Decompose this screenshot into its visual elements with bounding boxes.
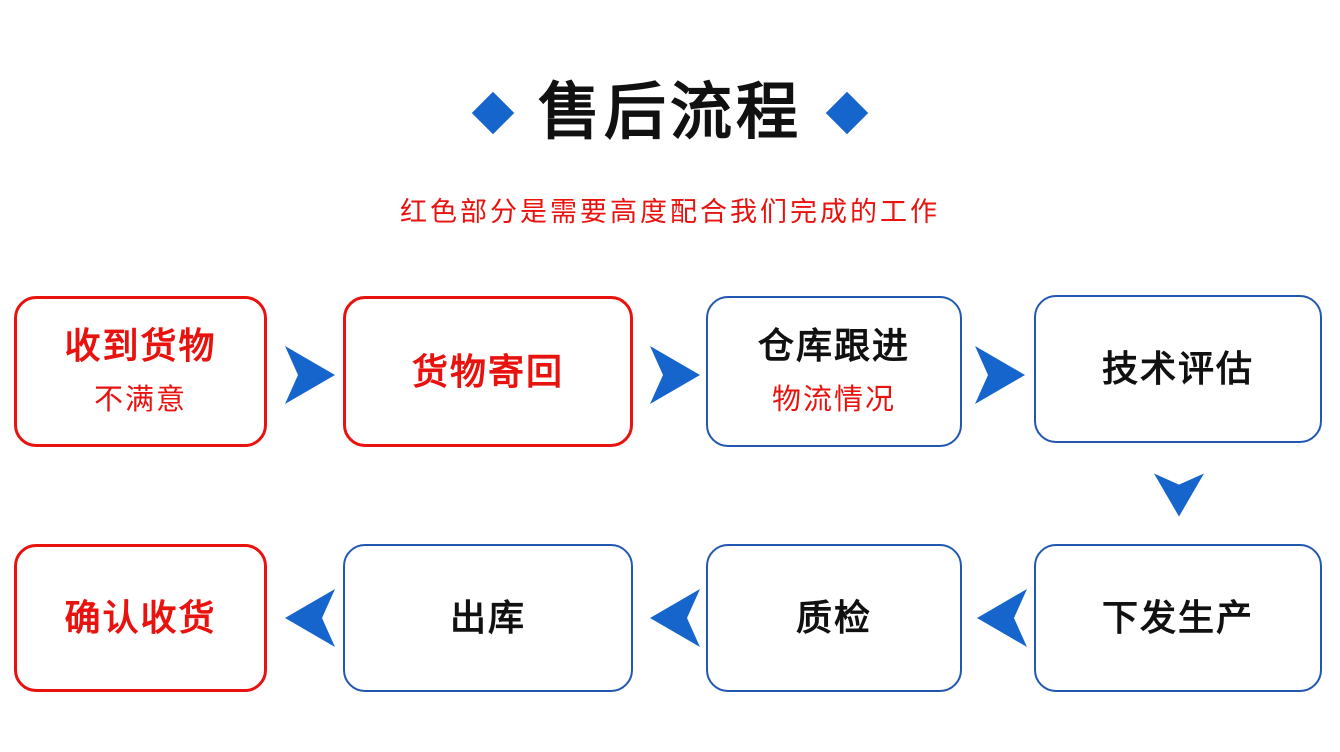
flow-step-title: 仓库跟进: [757, 325, 910, 366]
title-diamond-left-icon: [471, 91, 515, 135]
arrow-left-icon: [977, 589, 1027, 647]
flow-step-title: 下发生产: [1101, 597, 1254, 638]
arrow-down-icon: [1154, 473, 1204, 517]
page-title-row: 售后流程: [0, 82, 1340, 144]
flow-step-subtitle: 不满意: [93, 384, 187, 416]
flow-step-title: 质检: [795, 597, 872, 638]
flow-step-outbound: 出库: [343, 544, 633, 692]
flow-step-title: 技术评估: [1101, 348, 1254, 389]
arrow-left-icon: [285, 589, 335, 647]
page-title: 售后流程: [537, 78, 802, 147]
flow-step-received-goods: 收到货物 不满意: [14, 296, 267, 447]
flow-step-return-goods: 货物寄回: [343, 296, 633, 447]
flow-step-title: 确认收货: [64, 597, 217, 638]
flow-step-title: 收到货物: [64, 325, 217, 366]
flow-step-title: 货物寄回: [411, 350, 564, 392]
flow-step-technical-assessment: 技术评估: [1034, 295, 1322, 443]
flow-step-warehouse-follow-up: 仓库跟进 物流情况: [706, 296, 962, 447]
flow-step-quality-inspection: 质检: [706, 544, 962, 692]
flow-step-title: 出库: [449, 597, 526, 638]
arrow-right-icon: [975, 346, 1025, 404]
arrow-left-icon: [650, 589, 700, 647]
page-subtitle: 红色部分是需要高度配合我们完成的工作: [400, 197, 940, 227]
flow-step-issue-production: 下发生产: [1034, 544, 1322, 692]
arrow-right-icon: [650, 346, 700, 404]
title-diamond-right-icon: [825, 91, 869, 135]
flow-step-subtitle: 物流情况: [771, 384, 896, 416]
arrow-right-icon: [285, 346, 335, 404]
flow-step-confirm-receipt: 确认收货: [14, 544, 267, 692]
